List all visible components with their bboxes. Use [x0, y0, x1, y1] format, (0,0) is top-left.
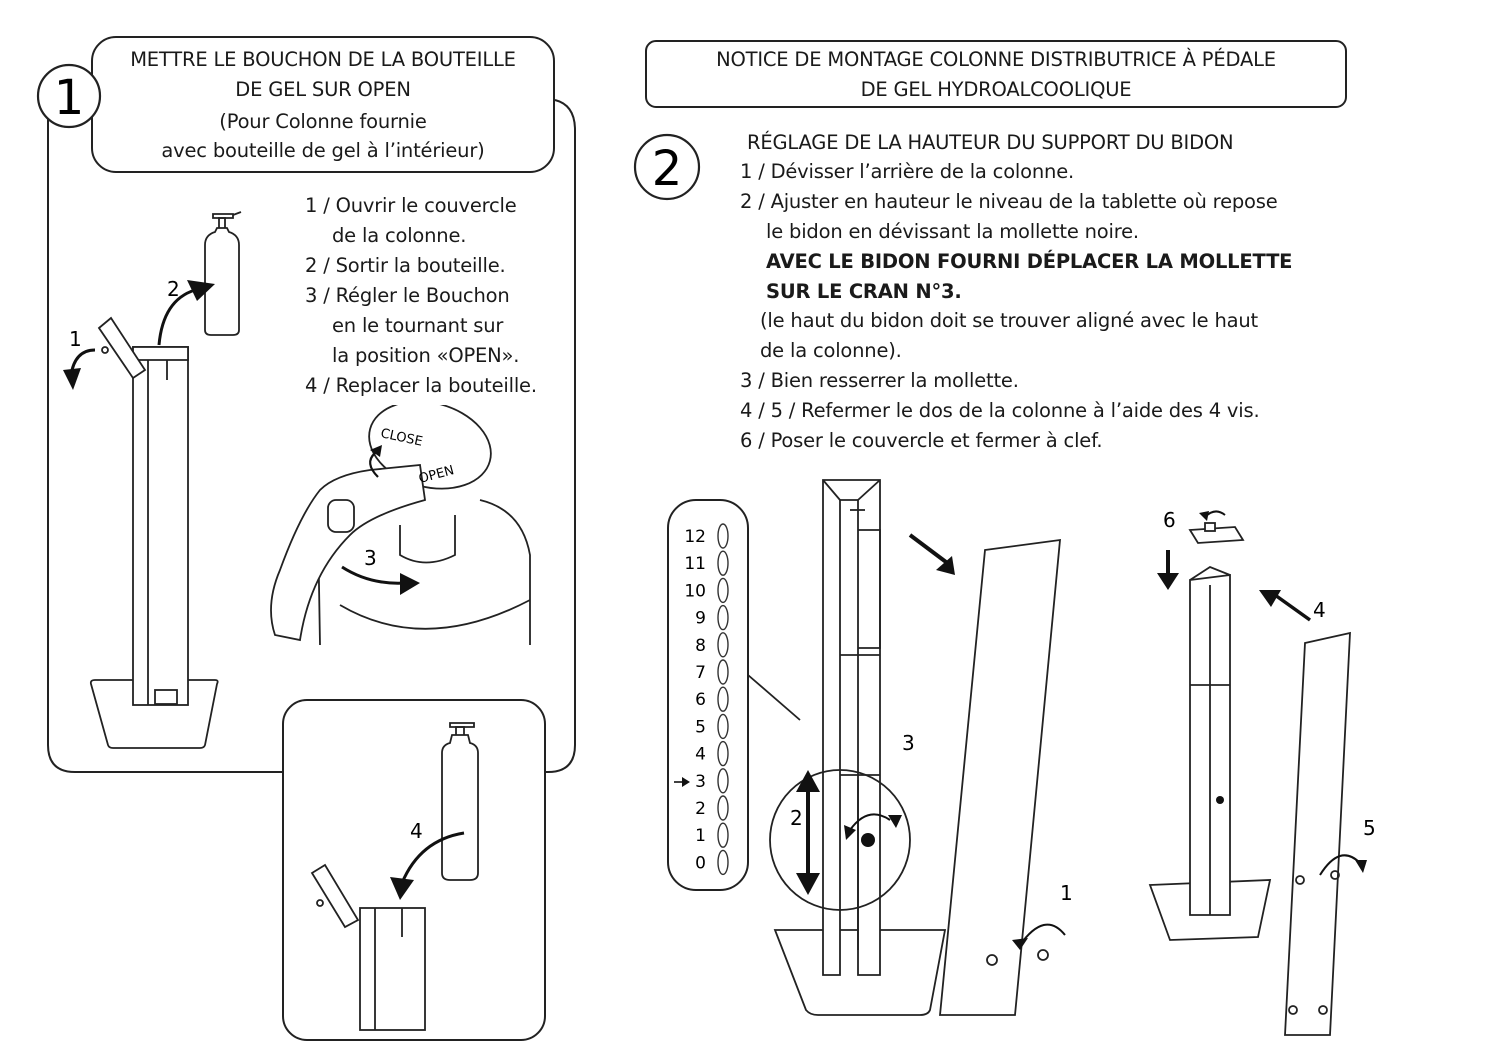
scale-label: 4 — [695, 745, 706, 765]
scale-notch — [717, 659, 729, 685]
step2-line: 1 / Dévisser l’arrière de la colonne. — [740, 160, 1074, 183]
scale-label: 0 — [695, 853, 706, 873]
step2-callout-1: 1 — [1060, 881, 1073, 905]
step1-instruction: de la colonne. — [332, 224, 467, 247]
step1-title-line1: METTRE LE BOUCHON DE LA BOUTEILLE — [130, 48, 516, 71]
scale-notch — [717, 768, 729, 794]
step2-line-bold: SUR LE CRAN N°3. — [766, 280, 962, 303]
scale-notch — [717, 604, 729, 631]
step1-subtitle-line2: avec bouteille de gel à l’intérieur) — [161, 139, 485, 162]
step2-closed-column-illustration: 6 4 5 — [1148, 508, 1376, 1036]
step1-number-badge: 1 — [36, 63, 102, 129]
scale-notch — [717, 632, 729, 658]
step1-instruction: 4 / Replacer la bouteille. — [305, 374, 537, 397]
step2-title: RÉGLAGE DE LA HAUTEUR DU SUPPORT DU BIDO… — [747, 131, 1234, 154]
step1-title-line2: DE GEL SUR OPEN — [235, 78, 411, 101]
step2-callout-4: 4 — [1313, 598, 1326, 622]
step1-column-illustration: 2 1 — [63, 211, 242, 749]
header-title-line2: DE GEL HYDROALCOOLIQUE — [860, 78, 1132, 101]
scale-notch — [717, 795, 729, 821]
step2-line: 3 / Bien resserrer la mollette. — [740, 369, 1019, 392]
step1-callout-1: 1 — [69, 327, 82, 351]
scale-label: 7 — [695, 663, 706, 683]
step1-callout-4: 4 — [410, 819, 423, 843]
step1-replace-bottle-illustration: 4 — [310, 722, 479, 1031]
scale-label: 1 — [695, 826, 706, 846]
step1-callout-2: 2 — [167, 277, 180, 301]
step1-subtitle-line1: (Pour Colonne fournie — [219, 110, 427, 133]
step1-instruction: 1 / Ouvrir le couvercle — [305, 194, 517, 217]
scale-label: 2 — [695, 799, 706, 819]
scale-label: 5 — [695, 717, 706, 737]
step2-line: 6 / Poser le couvercle et fermer à clef. — [740, 429, 1103, 452]
step2-line: (le haut du bidon doit se trouver aligné… — [760, 309, 1258, 332]
scale-notch — [717, 822, 729, 848]
step2-line-bold: AVEC LE BIDON FOURNI DÉPLACER LA MOLLETT… — [766, 250, 1293, 273]
scale-notch — [717, 849, 729, 876]
scale-label: 11 — [684, 554, 706, 574]
scale-notch — [717, 523, 729, 549]
step2-line: 4 / 5 / Refermer le dos de la colonne à … — [740, 399, 1260, 422]
step2-line: le bidon en dévissant la mollette noire. — [766, 220, 1139, 243]
scale-label: 3 — [695, 772, 706, 792]
scale-notch — [717, 740, 729, 767]
step1-instruction: 3 / Régler le Bouchon — [305, 284, 510, 307]
scale-notch — [717, 686, 729, 712]
step2-callout-5: 5 — [1363, 816, 1376, 840]
step2-number: 2 — [652, 141, 683, 197]
step2-line: de la colonne). — [760, 339, 902, 362]
scale-label: 8 — [695, 636, 706, 656]
step2-callout-6: 6 — [1163, 508, 1176, 532]
header-title-line1: NOTICE DE MONTAGE COLONNE DISTRIBUTRICE … — [716, 48, 1276, 71]
scale-notch — [717, 713, 729, 740]
scale-label: 12 — [684, 527, 706, 547]
scale-label: 9 — [695, 609, 706, 629]
scale-notch — [717, 577, 729, 604]
scale-label: 10 — [684, 581, 706, 601]
step1-instruction: 2 / Sortir la bouteille. — [305, 254, 506, 277]
step2-line: 2 / Ajuster en hauteur le niveau de la t… — [740, 190, 1278, 213]
scale-label: 6 — [695, 690, 706, 710]
step1-callout-3: 3 — [364, 546, 377, 570]
step1-instruction: en le tournant sur — [332, 314, 504, 337]
scale-notch — [717, 550, 729, 576]
step2-number-badge: 2 — [633, 133, 701, 201]
step1-instruction: la position «OPEN». — [332, 344, 520, 367]
step1-cap-illustration: CLOSE OPEN 3 — [270, 405, 531, 646]
step2-callout-3: 3 — [902, 731, 915, 755]
step1-number: 1 — [54, 70, 85, 126]
step2-callout-2: 2 — [790, 806, 803, 830]
step2-column-illustration: 2 3 1 — [747, 479, 1073, 1016]
